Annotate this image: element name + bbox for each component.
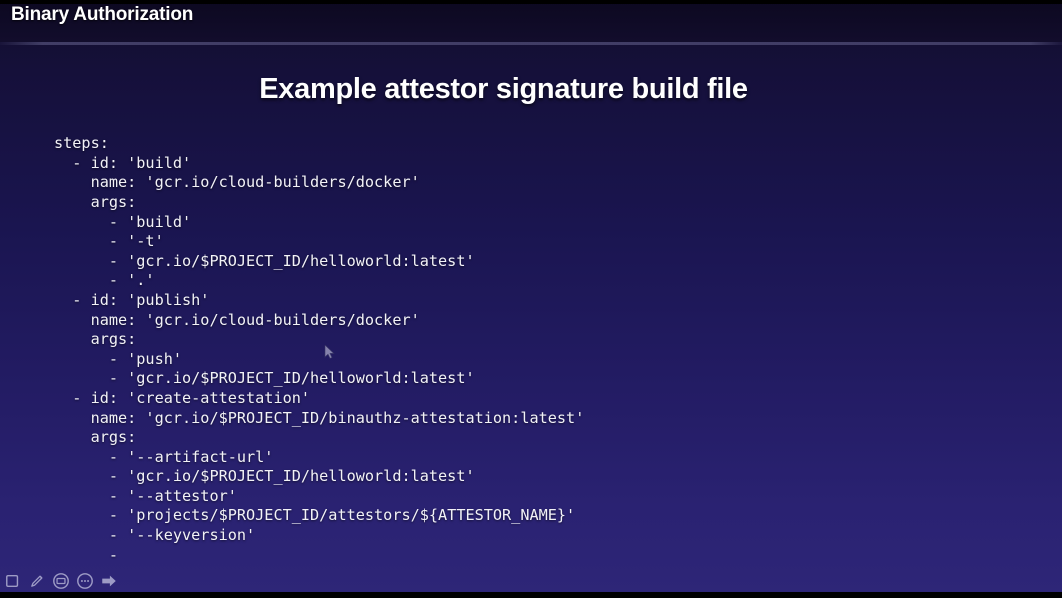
slides-icon[interactable]	[50, 570, 72, 592]
slide-header-band	[0, 0, 1062, 42]
code-lines: steps: - id: 'build' name: 'gcr.io/cloud…	[54, 134, 1049, 565]
code-line: steps:	[54, 134, 109, 153]
section-kicker: Binary Authorization	[11, 4, 194, 25]
code-line: - '-t'	[54, 232, 164, 251]
pointer-icon[interactable]	[2, 570, 24, 592]
code-line: name: 'gcr.io/$PROJECT_ID/binauthz-attes…	[54, 408, 585, 427]
code-line: - '--artifact-url'	[54, 447, 274, 466]
code-line: - '--attestor'	[54, 486, 237, 505]
pen-icon[interactable]	[26, 570, 48, 592]
more-icon[interactable]	[74, 570, 96, 592]
code-line: args:	[54, 330, 137, 349]
code-block: steps: - id: 'build' name: 'gcr.io/cloud…	[54, 95, 1049, 598]
header-divider	[0, 42, 1062, 45]
code-line: - id: 'create-attestation'	[54, 388, 311, 407]
code-line: - 'gcr.io/$PROJECT_ID/helloworld:latest'	[54, 467, 475, 486]
code-line: - 'push'	[54, 349, 183, 368]
code-line: - '--keyversion'	[54, 526, 256, 545]
code-line: -	[54, 545, 119, 564]
presentation-toolbar[interactable]	[2, 570, 120, 592]
code-line: - 'gcr.io/$PROJECT_ID/helloworld:latest'	[54, 251, 475, 270]
code-line: name: 'gcr.io/cloud-builders/docker'	[54, 310, 420, 329]
code-line: - 'build'	[54, 212, 192, 231]
mouse-cursor-icon	[324, 344, 335, 359]
code-line: - 'projects/$PROJECT_ID/attestors/${ATTE…	[54, 506, 576, 525]
code-line: - 'gcr.io/$PROJECT_ID/helloworld:latest'	[54, 369, 475, 388]
code-line: - '.'	[54, 271, 155, 290]
code-line: name: 'gcr.io/cloud-builders/docker'	[54, 173, 420, 192]
top-letterbox	[0, 0, 1062, 4]
bottom-letterbox	[0, 592, 1062, 598]
code-line: - id: 'publish'	[54, 290, 210, 309]
code-line: args:	[54, 428, 137, 447]
code-line: - id: 'build'	[54, 153, 192, 172]
next-arrow-icon[interactable]	[98, 570, 120, 592]
page-title: Example attestor signature build file	[259, 73, 748, 106]
code-line: args:	[54, 192, 137, 211]
